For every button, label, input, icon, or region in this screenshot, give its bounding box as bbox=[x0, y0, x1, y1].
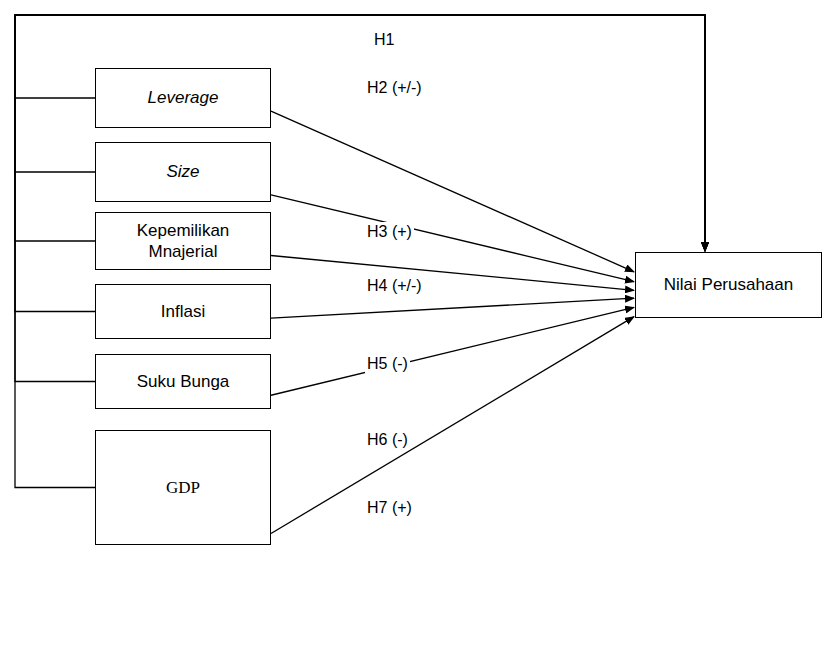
outcome-box: Nilai Perusahaan bbox=[635, 252, 822, 318]
hypothesis-label: H6 (-) bbox=[365, 430, 410, 449]
joint-bracket-arrow bbox=[15, 15, 705, 488]
variable-box: Size bbox=[95, 142, 271, 202]
hypothesis-arrow bbox=[271, 307, 634, 395]
box-text: Kepemilikan Mnajerial bbox=[104, 220, 262, 263]
hypothesis-label: H2 (+/-) bbox=[365, 78, 424, 97]
hypothesis-label: H4 (+/-) bbox=[365, 276, 424, 295]
hypothesis-arrow bbox=[271, 256, 634, 291]
hypothesis-arrow bbox=[271, 195, 634, 282]
variable-box: Inflasi bbox=[95, 284, 271, 339]
hypothesis-label: H7 (+) bbox=[365, 498, 414, 517]
variable-box: Leverage bbox=[95, 68, 271, 128]
hypothesis-arrow bbox=[271, 317, 634, 534]
box-text: GDP bbox=[166, 477, 200, 498]
variable-box: Kepemilikan Mnajerial bbox=[95, 212, 271, 270]
hypothesis-label: H3 (+) bbox=[365, 222, 414, 241]
hypothesis-label: H1 bbox=[372, 30, 396, 49]
hypothesis-arrow bbox=[271, 298, 634, 318]
box-text: Size bbox=[166, 161, 199, 182]
joint-bracket-arrow bbox=[15, 15, 705, 312]
variable-box: GDP bbox=[95, 430, 271, 545]
variable-box: Suku Bunga bbox=[95, 354, 271, 409]
hypothesis-label: H5 (-) bbox=[365, 354, 410, 373]
hypothesis-arrow bbox=[271, 111, 634, 272]
box-text: Suku Bunga bbox=[137, 371, 230, 392]
joint-bracket-arrow bbox=[15, 15, 705, 382]
box-text: Nilai Perusahaan bbox=[664, 274, 793, 295]
box-text: Inflasi bbox=[161, 301, 205, 322]
box-text: Leverage bbox=[148, 87, 219, 108]
